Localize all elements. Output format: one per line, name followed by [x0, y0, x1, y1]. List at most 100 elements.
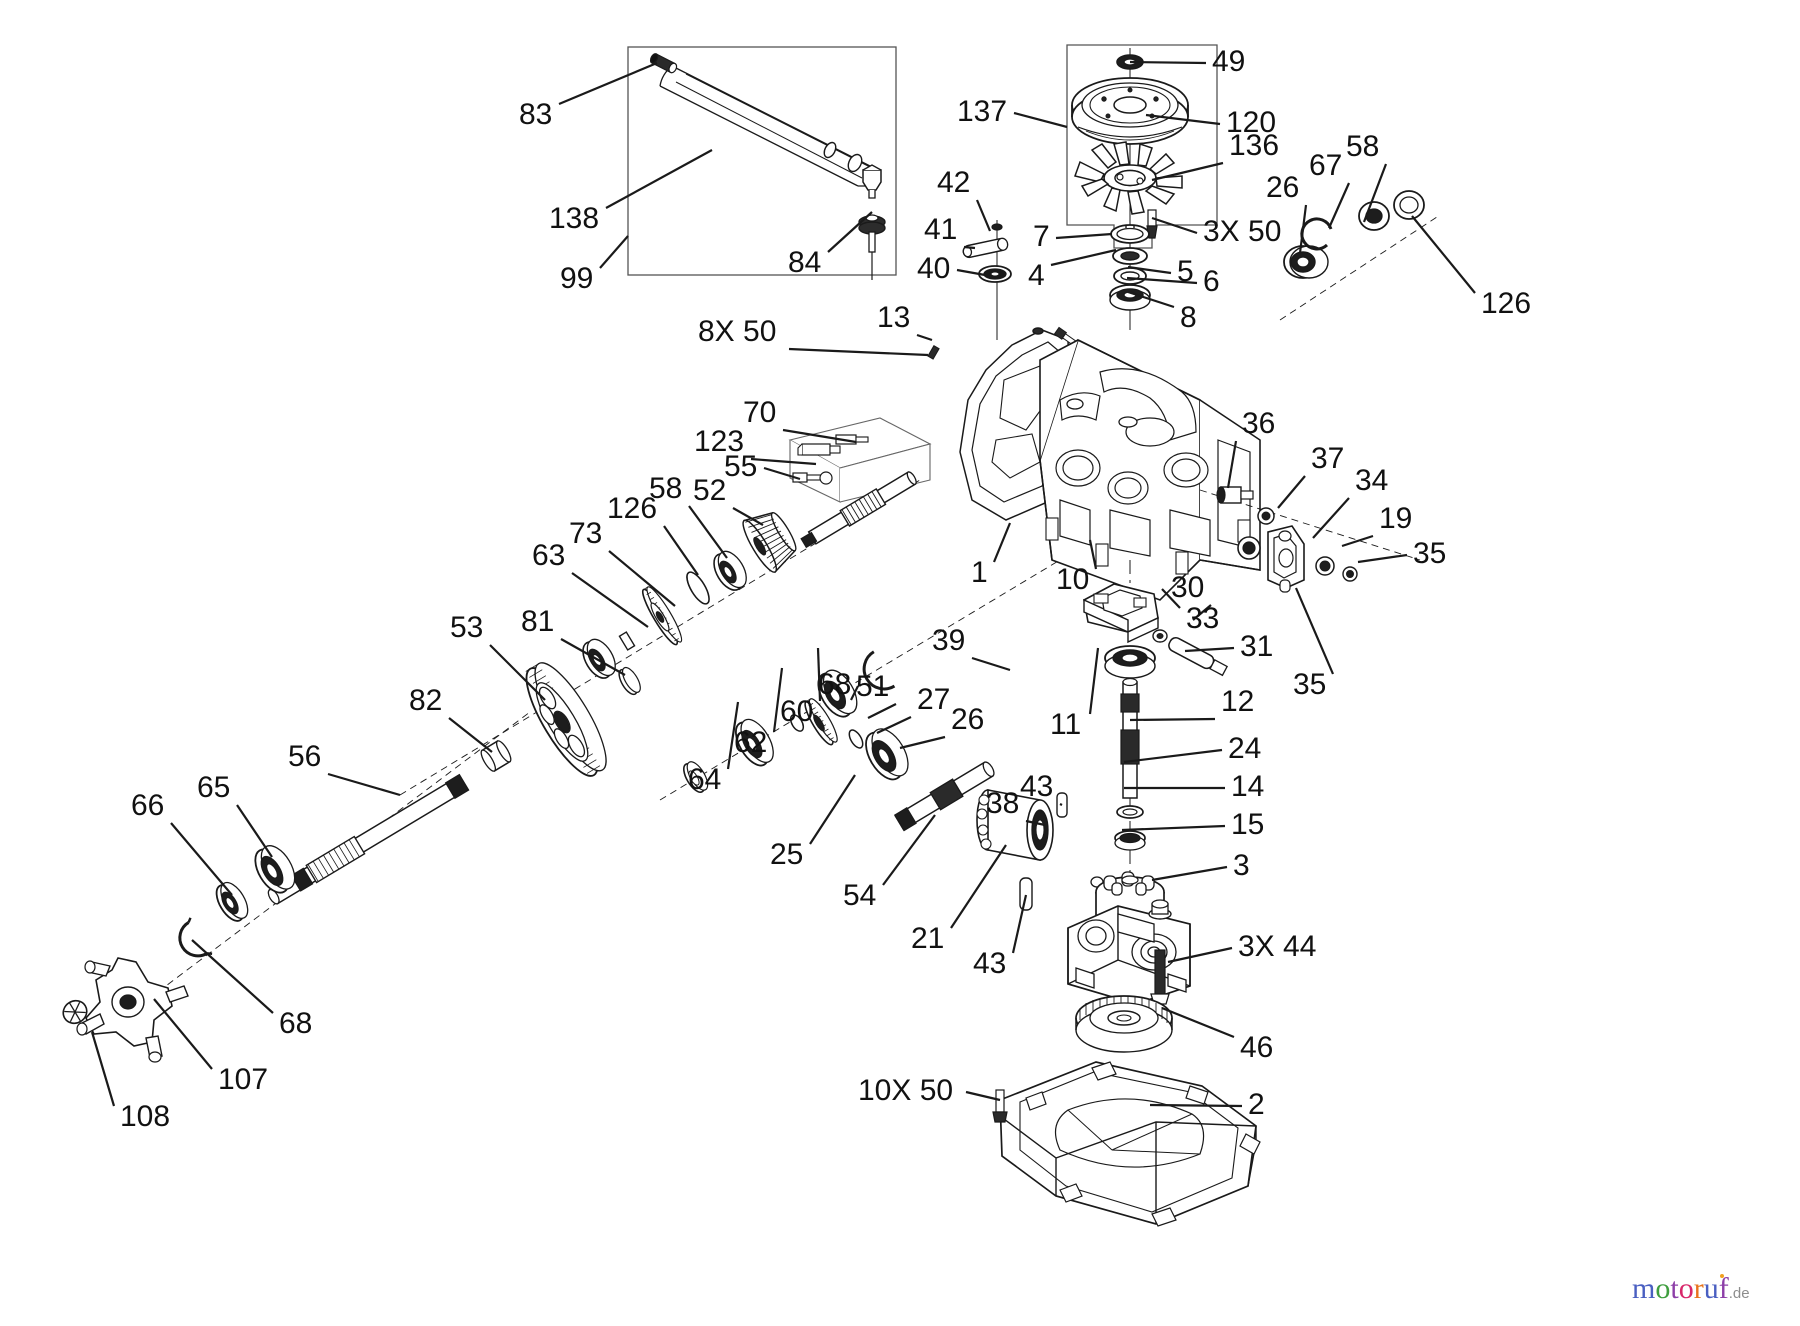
- callout-83: 83: [519, 98, 553, 131]
- callout-38: 38: [986, 787, 1020, 820]
- callout-53: 53: [450, 611, 484, 644]
- callout-35: 35: [1293, 668, 1327, 701]
- callout-40: 40: [917, 252, 951, 285]
- callout-4: 4: [1028, 259, 1045, 292]
- callout-1: 1: [971, 556, 988, 589]
- callout-58: 58: [649, 472, 683, 505]
- callout-67: 67: [1309, 149, 1343, 182]
- watermark-tld: .de: [1728, 1285, 1750, 1302]
- callout-3x-50: 3X 50: [1203, 215, 1282, 248]
- callout-43: 43: [1020, 770, 1054, 803]
- callout-31: 31: [1240, 630, 1274, 663]
- gear-51: [804, 698, 838, 746]
- callout-70: 70: [743, 396, 777, 429]
- callout-99: 99: [560, 262, 594, 295]
- callout-84: 84: [788, 246, 822, 279]
- callout-65: 65: [197, 771, 231, 804]
- callout-8: 8: [1180, 301, 1197, 334]
- watermark-letter-0: m: [1632, 1272, 1656, 1305]
- callout-13: 13: [877, 301, 911, 334]
- lower-shaft-assembly: [659, 559, 1104, 911]
- callout-64: 64: [688, 763, 722, 796]
- callout-54: 54: [843, 879, 877, 912]
- callout-42: 42: [937, 166, 971, 199]
- callout-68: 68: [818, 668, 852, 701]
- callout-27: 27: [917, 683, 951, 716]
- motoruf-watermark: motoruf.de: [1632, 1272, 1750, 1306]
- gear-73: [641, 586, 683, 646]
- linkage-40-41-42: [962, 220, 1012, 340]
- center-vertical-stack: [992, 560, 1261, 1227]
- callout-56: 56: [288, 740, 322, 773]
- callout-73: 73: [569, 517, 603, 550]
- small-parts-group-70: [788, 417, 932, 503]
- callout-138: 138: [549, 202, 600, 235]
- callout-5: 5: [1177, 255, 1194, 288]
- callout-3x-44: 3X 44: [1238, 930, 1317, 963]
- watermark-letter-1: o: [1655, 1272, 1671, 1305]
- callout-137: 137: [957, 95, 1008, 128]
- seal-40: [978, 265, 1012, 283]
- callout-136: 136: [1229, 129, 1280, 162]
- callout-26: 26: [951, 703, 985, 736]
- callout-55: 55: [724, 450, 758, 483]
- callout-39: 39: [932, 624, 966, 657]
- swash-plate-10: [1083, 583, 1159, 644]
- input-shaft-12: [1120, 677, 1140, 799]
- callout-62: 62: [734, 726, 768, 759]
- callout-3: 3: [1233, 849, 1250, 882]
- callout-7: 7: [1033, 220, 1050, 253]
- callout-11: 11: [1050, 708, 1082, 741]
- watermark-letter-5: u: [1703, 1272, 1719, 1305]
- wheel-hub-107: [76, 957, 189, 1063]
- callout-35: 35: [1413, 537, 1447, 570]
- callout-6: 6: [1203, 265, 1220, 298]
- callout-24: 24: [1228, 732, 1262, 765]
- callout-19: 19: [1379, 502, 1413, 535]
- watermark-letter-6: f: [1718, 1272, 1729, 1305]
- callout-33: 33: [1186, 602, 1220, 635]
- callout-60: 60: [780, 695, 814, 728]
- callout-107: 107: [218, 1063, 269, 1096]
- callout-52: 52: [693, 474, 727, 507]
- callout-37: 37: [1311, 442, 1345, 475]
- callout-126: 126: [1481, 287, 1532, 320]
- callout-63: 63: [532, 539, 566, 572]
- callout-14: 14: [1231, 770, 1265, 803]
- callout-21: 21: [911, 922, 945, 955]
- callout-68: 68: [279, 1007, 313, 1040]
- watermark-letter-3: o: [1678, 1272, 1694, 1305]
- callout-15: 15: [1231, 808, 1265, 841]
- callout-120: 120: [1226, 106, 1277, 139]
- control-linkage-right: [1199, 486, 1421, 593]
- watermark-letter-4: r: [1693, 1272, 1704, 1305]
- callout-8x-50: 8X 50: [698, 315, 777, 348]
- callout-49: 49: [1212, 45, 1246, 78]
- watermark-letter-2: t: [1670, 1272, 1679, 1305]
- main-housing-1: [959, 326, 1261, 601]
- callout-82: 82: [409, 684, 443, 717]
- upper-shaft-assembly: [399, 471, 921, 796]
- callout-10: 10: [1056, 563, 1090, 596]
- bottom-cover-2: [999, 1061, 1261, 1227]
- callout-43: 43: [973, 947, 1007, 980]
- callout-123: 123: [694, 425, 745, 458]
- bevel-gear-52: [742, 512, 797, 574]
- callout-12: 12: [1221, 685, 1255, 718]
- callout-10x-50: 10X 50: [858, 1074, 954, 1107]
- callout-25: 25: [770, 838, 804, 871]
- callout-34: 34: [1355, 464, 1389, 497]
- callout-41: 41: [924, 213, 958, 246]
- link-41: [962, 237, 1009, 259]
- watermark-dot: [1719, 1274, 1724, 1278]
- callout-58: 58: [1346, 130, 1380, 163]
- axle-shaft-assembly: [62, 662, 607, 1063]
- control-bracket-37: [1267, 525, 1305, 593]
- callout-66: 66: [131, 789, 165, 822]
- callout-36: 36: [1242, 407, 1276, 440]
- pulley-120: [1071, 77, 1189, 145]
- ring-gear-46: [1075, 995, 1173, 1053]
- callout-46: 46: [1240, 1031, 1274, 1064]
